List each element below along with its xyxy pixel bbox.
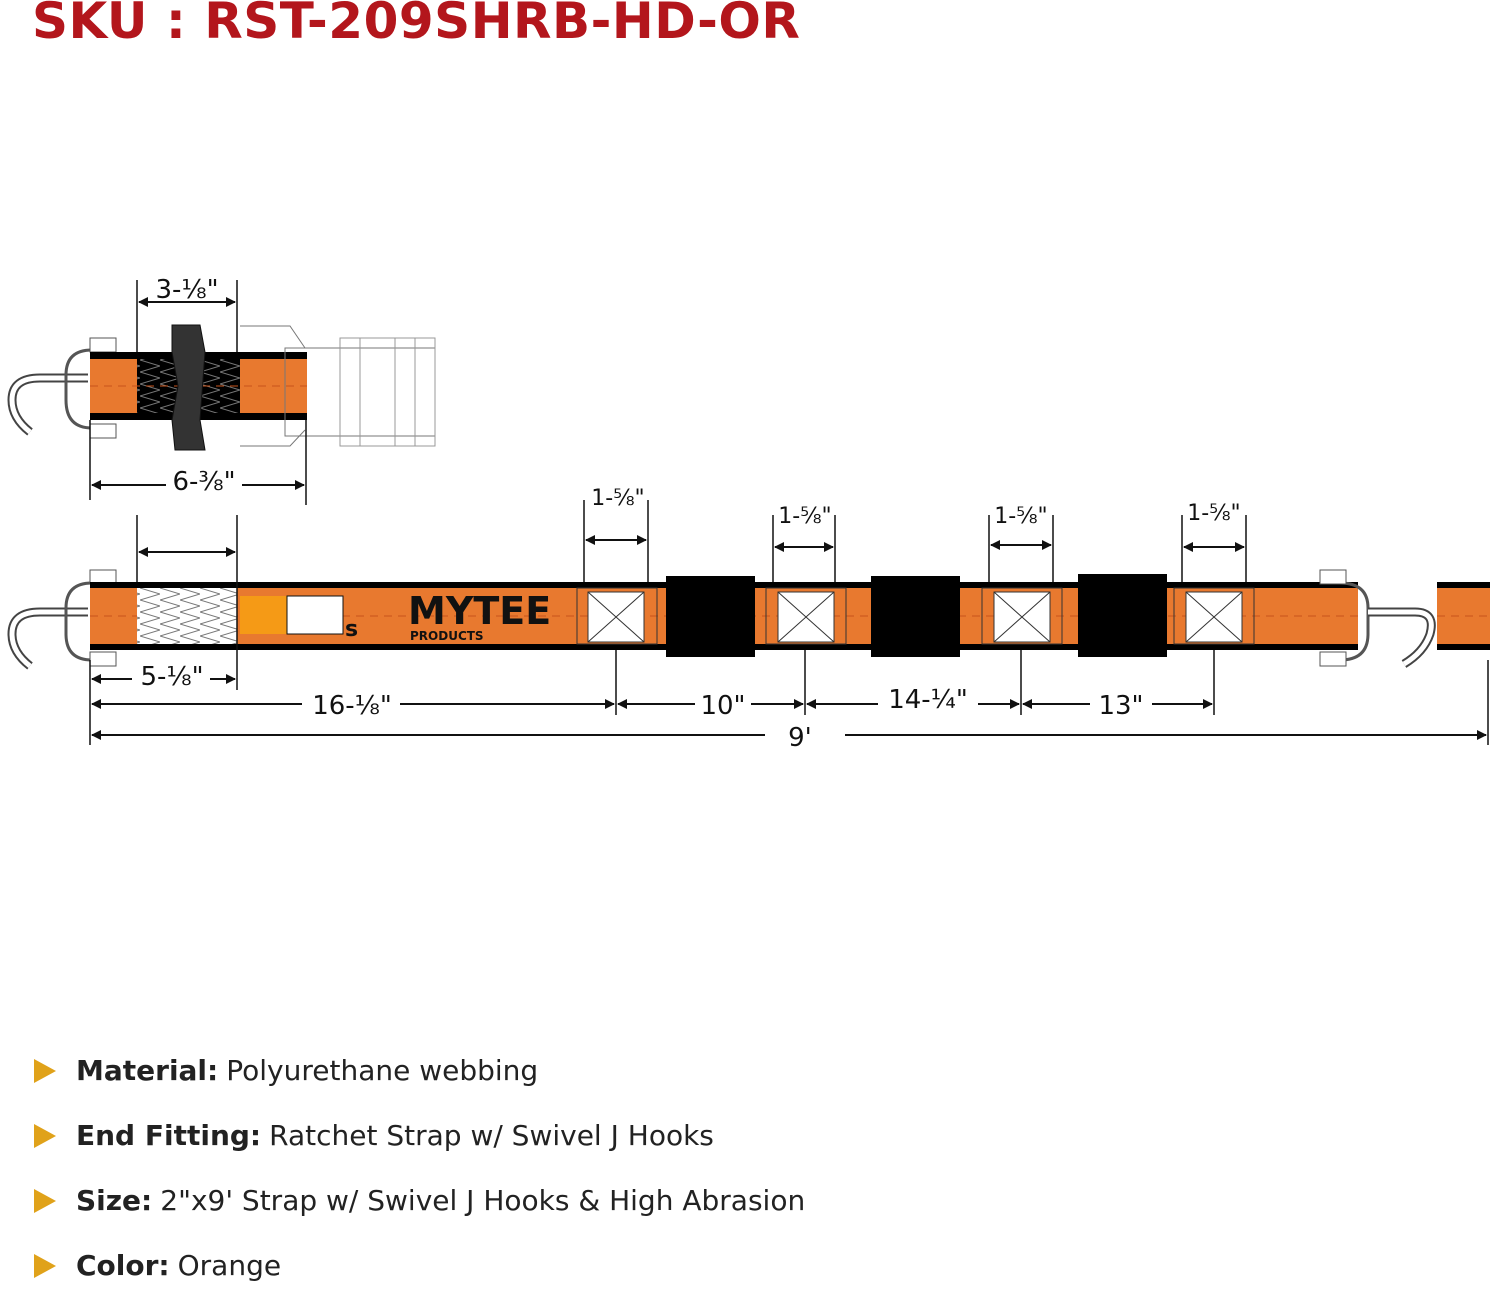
dim-gap-1: 10" [700, 691, 745, 721]
abrasion-patch [1173, 587, 1255, 645]
abrasion-patch [765, 587, 847, 645]
dim-patch-3: 1-⅝" [994, 504, 1047, 529]
strap-logo-brand: MYTEE [408, 589, 551, 633]
sleeve [871, 576, 960, 657]
dim-ratchet-overall: 6-⅜" [172, 467, 235, 497]
bullet-arrow-icon [34, 1058, 56, 1083]
dim-patch-2: 1-⅝" [778, 504, 831, 529]
dim-ratchet-stitch: 3-⅛" [155, 275, 218, 305]
spec-label: End Fitting: [76, 1119, 262, 1152]
dim-gap-2: 14-¼" [888, 685, 968, 715]
dim-end-stitch: 5-⅛" [140, 662, 203, 692]
strap-logo-sub: PRODUCTS [410, 629, 484, 643]
spec-size: Size:2"x9' Strap w/ Swivel J Hooks & Hig… [30, 1168, 805, 1233]
strap-diagram: 3-⅛" 6-⅜" s MYTEE PRODUCTS [7, 275, 1490, 753]
dim-patch-4: 1-⅝" [1187, 501, 1240, 526]
spec-label: Material: [76, 1054, 219, 1087]
sleeve [666, 576, 755, 657]
abrasion-patch [576, 587, 658, 645]
ratchet-detail: 3-⅛" 6-⅜" [7, 275, 436, 505]
spec-label: Color: [76, 1249, 170, 1282]
spec-value: Polyurethane webbing [226, 1054, 539, 1087]
spec-value: 2"x9' Strap w/ Swivel J Hooks & High Abr… [160, 1184, 806, 1217]
spec-label: Size: [76, 1184, 153, 1217]
spec-value: Orange [177, 1249, 282, 1282]
spec-end-fitting: End Fitting:Ratchet Strap w/ Swivel J Ho… [30, 1103, 805, 1168]
sleeve [1078, 574, 1167, 657]
sku-title: SKU : RST-209SHRB-HD-OR [32, 0, 801, 50]
dim-total-length: 9' [788, 723, 812, 753]
dim-to-first-patch: 16-⅛" [312, 691, 392, 721]
strap-logo-partial: s [345, 617, 358, 642]
spec-list: Material:Polyurethane webbing End Fittin… [30, 1038, 805, 1298]
dim-gap-3: 13" [1098, 691, 1143, 721]
dim-patch-1: 1-⅝" [591, 486, 644, 511]
bullet-arrow-icon [34, 1123, 56, 1148]
spec-material: Material:Polyurethane webbing [30, 1038, 805, 1103]
spec-value: Ratchet Strap w/ Swivel J Hooks [269, 1119, 714, 1152]
bullet-arrow-icon [34, 1188, 56, 1213]
abrasion-patch [981, 587, 1063, 645]
main-strap: s MYTEE PRODUCTS [7, 569, 1490, 670]
bullet-arrow-icon [34, 1253, 56, 1278]
spec-color: Color:Orange [30, 1233, 805, 1298]
